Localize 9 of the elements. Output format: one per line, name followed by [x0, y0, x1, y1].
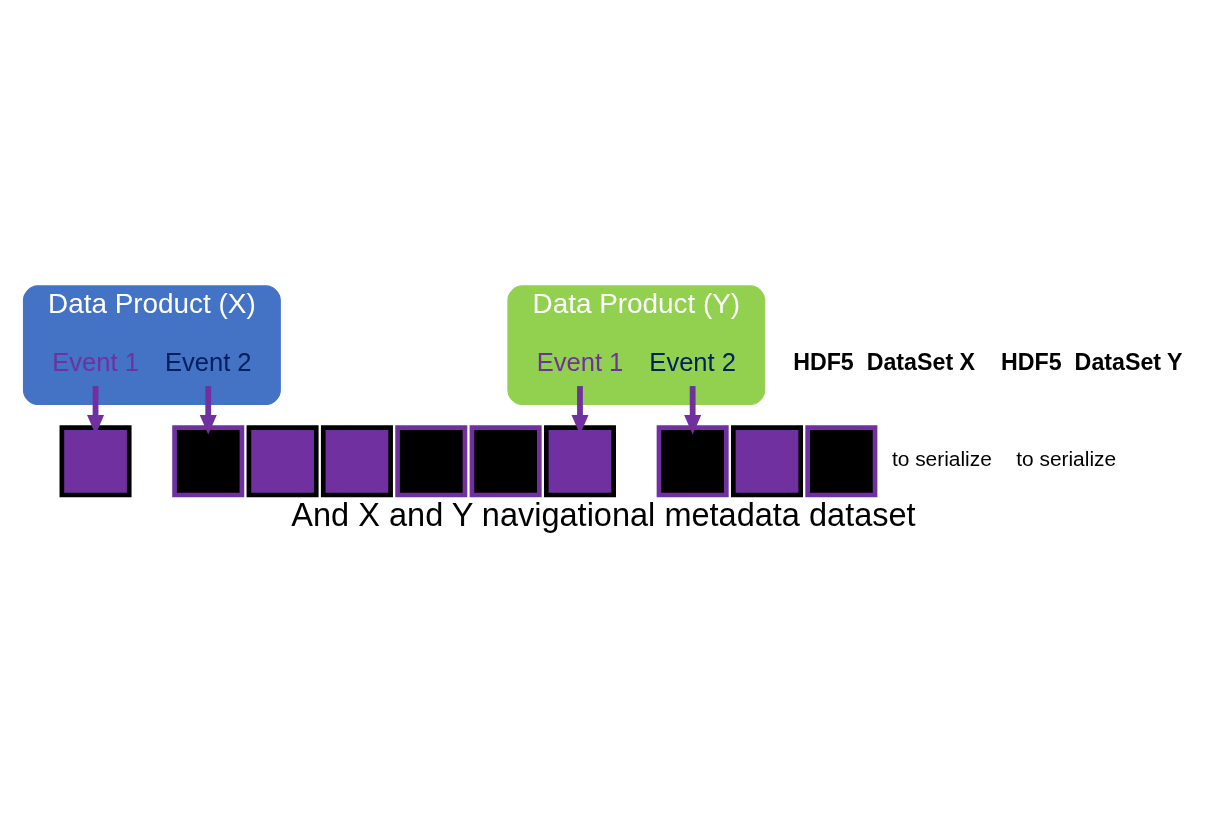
label: to serialize [891, 446, 992, 470]
node-text: Event 1 [536, 347, 624, 376]
node-text: Event 2 [164, 347, 252, 376]
node-text: Event 2 [649, 347, 736, 376]
label: HDF5 DataSet Y [1001, 348, 1183, 375]
label: to serialize [1016, 446, 1117, 470]
node-text: Event 1 [52, 347, 139, 376]
label: HDF5 DataSet X [793, 348, 976, 375]
caption: And X and Y navigational metadata dataset [291, 496, 916, 533]
